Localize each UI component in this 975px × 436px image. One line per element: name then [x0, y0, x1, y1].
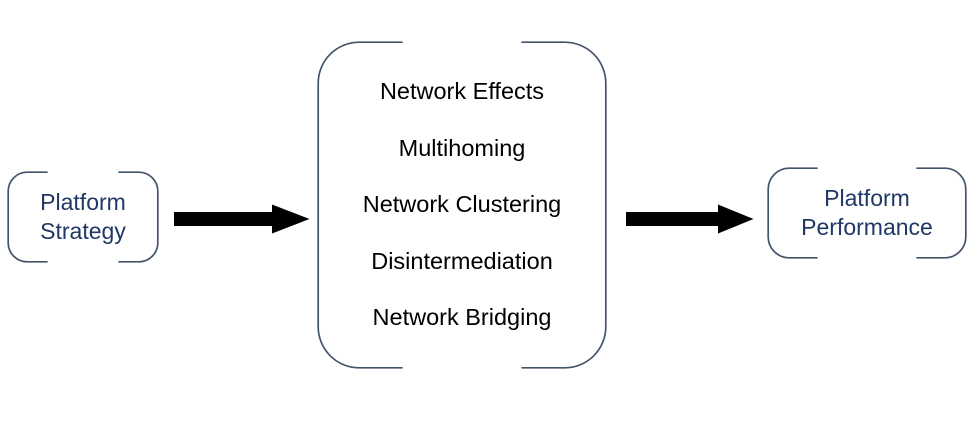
mediator-item: Multihoming — [398, 134, 526, 161]
platform-strategy-box[interactable]: Platform Strategy — [7, 171, 159, 263]
mediating-mechanisms-box[interactable]: Network Effects Multihoming Network Clus… — [317, 41, 607, 369]
mediator-item: Network Effects — [379, 78, 545, 105]
arrow-strategy-to-mediators-icon — [174, 204, 310, 234]
platform-strategy-label: Platform Strategy — [40, 189, 126, 244]
platform-performance-label: Platform Performance — [801, 185, 933, 240]
mediator-item: Network Bridging — [372, 304, 552, 331]
mediator-item: Network Clustering — [362, 191, 562, 218]
arrow-mediators-to-performance-icon — [626, 204, 754, 234]
platform-performance-box[interactable]: Platform Performance — [767, 167, 967, 259]
mediator-list: Network Effects Multihoming Network Clus… — [317, 64, 607, 347]
mediator-item: Disintermediation — [371, 247, 553, 274]
